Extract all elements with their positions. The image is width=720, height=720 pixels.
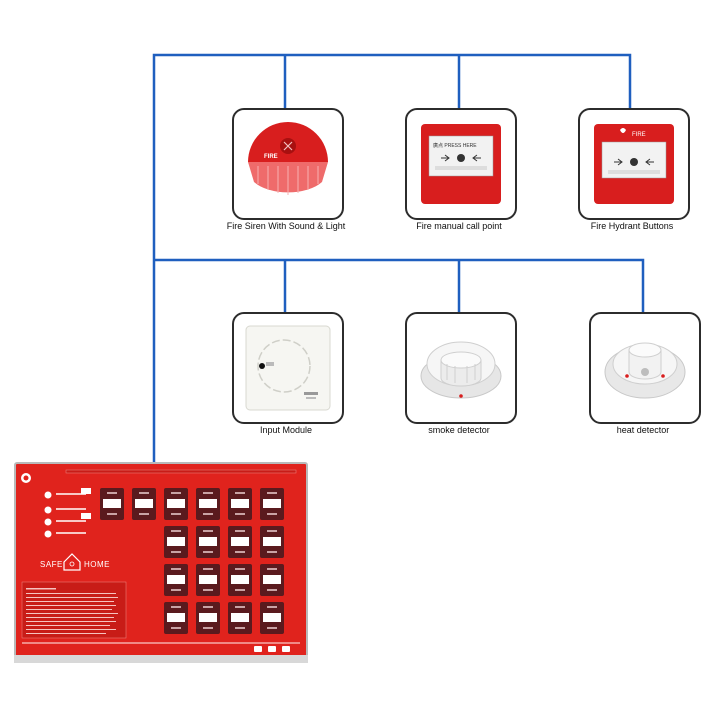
control-panel-artwork xyxy=(21,469,300,652)
heat-detector-card xyxy=(589,312,701,424)
zone-cell xyxy=(228,602,252,634)
home-logo-icon xyxy=(63,553,81,571)
input-module-icon xyxy=(245,325,331,411)
control-panel-base xyxy=(14,655,308,663)
manual-call-point-icon: 廣点 PRESS HERE xyxy=(421,124,501,204)
device-label-hydrant: Fire Hydrant Buttons xyxy=(590,221,674,231)
zone-cell xyxy=(260,526,284,558)
zone-cell xyxy=(164,526,188,558)
fire-siren-icon: FIRE xyxy=(248,122,328,195)
zone-cell xyxy=(100,488,124,520)
hydrant-button-icon: FIRE xyxy=(594,124,674,204)
device-label-heat-detector: heat detector xyxy=(616,425,670,435)
call-point-header-text: 廣点 PRESS HERE xyxy=(433,142,477,149)
hydrant-button-card: FIRE xyxy=(578,108,690,220)
input-module-card xyxy=(232,312,344,424)
zone-cell xyxy=(228,564,252,596)
manual-call-point-card: 廣点 PRESS HERE xyxy=(405,108,517,220)
zone-cell xyxy=(260,564,284,596)
fire-alarm-control-panel: SAFE HOME xyxy=(14,462,308,658)
smoke-detector-icon xyxy=(420,341,502,399)
zone-cell xyxy=(164,602,188,634)
panel-brand-left: SAFE xyxy=(40,560,63,569)
hydrant-fire-text: FIRE xyxy=(632,132,646,138)
zone-cell xyxy=(164,564,188,596)
device-label-input-module: Input Module xyxy=(259,425,313,435)
device-label-smoke-detector: smoke detector xyxy=(428,425,490,435)
heat-detector-icon xyxy=(604,342,686,399)
zone-cell xyxy=(196,526,220,558)
zone-cell xyxy=(196,564,220,596)
fire-siren-card: FIRE xyxy=(232,108,344,220)
zone-cell xyxy=(228,488,252,520)
panel-brand-right: HOME xyxy=(84,560,110,569)
zone-cell xyxy=(164,488,188,520)
panel-indicator-leds xyxy=(44,491,52,538)
zone-cell xyxy=(196,488,220,520)
zone-cell xyxy=(132,488,156,520)
wiring-lines xyxy=(152,53,645,463)
zone-cell xyxy=(228,526,252,558)
device-label-call-point: Fire manual call point xyxy=(416,221,502,231)
zone-cell xyxy=(260,602,284,634)
zone-cell xyxy=(260,488,284,520)
siren-fire-text: FIRE xyxy=(264,154,278,160)
device-label-siren: Fire Siren With Sound & Light xyxy=(226,221,346,231)
zone-indicator-grid xyxy=(100,488,284,634)
smoke-detector-card xyxy=(405,312,517,424)
zone-cell xyxy=(196,602,220,634)
